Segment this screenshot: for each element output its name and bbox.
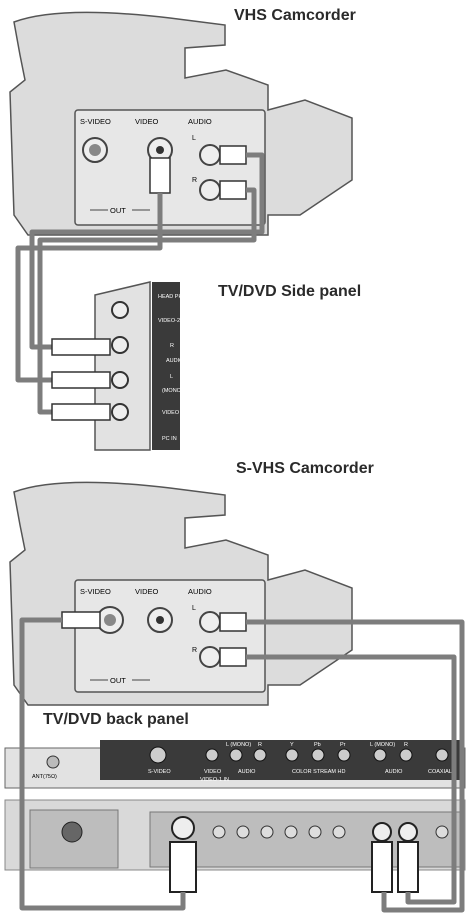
svhs-audio-l-jack [199, 611, 221, 633]
vhs-audio-r-jack [199, 179, 221, 201]
vhs-audio-l-jack [199, 144, 221, 166]
side-r-label: R [170, 343, 174, 349]
tv-back-panel: ANT(75Ω) S-VIDEO VIDEO L (MONO) R AUDIO … [4, 740, 466, 893]
svhs-audio-r-label: R [192, 647, 197, 654]
svhs-video-jack [147, 607, 173, 633]
side-panel-title: TV/DVD Side panel [218, 283, 362, 300]
back-audio-l-plug [371, 841, 393, 893]
svhs-audio-r-plug [219, 647, 247, 667]
back-pr-label: Pr [340, 742, 346, 748]
back-audio2-label: AUDIO [385, 769, 403, 775]
back-pb-label: Pb [314, 742, 321, 748]
tv-side-panel: HEAD PHONE VIDEO-2 IN R AUDIO L (MONO) V… [51, 281, 195, 451]
svhs-out-label: OUT [110, 676, 126, 685]
back-video-label: VIDEO [204, 769, 222, 775]
side-audio-label: AUDIO [166, 358, 184, 364]
side-video-label: VIDEO [162, 410, 180, 416]
svhs-video-label: VIDEO [135, 587, 159, 596]
back-l-mono-label: L (MONO) [226, 742, 251, 748]
svhs-svideo-label: S-VIDEO [80, 587, 111, 596]
side-headphone-label: HEAD PHONE [158, 294, 195, 300]
back-y-label: Y [290, 742, 294, 748]
svhs-cables [19, 617, 465, 913]
back-coaxial-label: COAXIAL [428, 769, 452, 775]
svhs-audio-r-jack [199, 646, 221, 668]
side-audio-r-plug [51, 403, 111, 421]
back-panel-title: TV/DVD back panel [43, 711, 189, 728]
back-svideo-label: S-VIDEO [148, 769, 171, 775]
vhs-out-label: OUT [110, 206, 126, 215]
vhs-camcorder-title: VHS Camcorder [234, 7, 356, 24]
vhs-audio-l-label: L [192, 135, 196, 142]
back-video1-in-label: VIDEO-1 IN [200, 777, 229, 783]
vhs-audio-label: AUDIO [188, 117, 212, 126]
svhs-camcorder: S-VIDEO VIDEO AUDIO L R OUT [9, 481, 353, 706]
vhs-cables [15, 152, 265, 415]
back-color-stream-label: COLOR STREAM HD [292, 769, 346, 775]
back-ant-label: ANT(75Ω) [32, 774, 57, 780]
vhs-video-plug [149, 157, 171, 194]
side-video-plug [51, 371, 111, 389]
back-audio-r-plug [397, 841, 419, 893]
back-svideo-plug [169, 841, 197, 893]
vhs-audio-r-plug [219, 180, 247, 200]
side-l-label: L [170, 374, 173, 380]
side-audio-l-plug [51, 338, 111, 356]
svhs-audio-l-label: L [192, 605, 196, 612]
side-mono-label: (MONO) [162, 388, 183, 394]
svhs-audio-label: AUDIO [188, 587, 212, 596]
vhs-audio-l-plug [219, 145, 247, 165]
vhs-svideo-jack [82, 137, 108, 163]
svhs-audio-l-plug [219, 612, 247, 632]
vhs-audio-r-label: R [192, 177, 197, 184]
vhs-svideo-label: S-VIDEO [80, 117, 111, 126]
svhs-svideo-jack [96, 606, 124, 634]
vhs-camcorder: S-VIDEO VIDEO AUDIO L R OUT [9, 11, 353, 236]
svhs-camcorder-title: S-VHS Camcorder [236, 460, 374, 477]
back-l-mono2-label: L (MONO) [370, 742, 395, 748]
side-pc-in-label: PC IN [162, 436, 177, 442]
back-r2-label: R [404, 742, 408, 748]
back-r-label: R [258, 742, 262, 748]
svhs-svideo-plug [61, 611, 101, 629]
vhs-video-label: VIDEO [135, 117, 159, 126]
side-video2-in-label: VIDEO-2 IN [158, 318, 187, 324]
back-audio-label: AUDIO [238, 769, 256, 775]
